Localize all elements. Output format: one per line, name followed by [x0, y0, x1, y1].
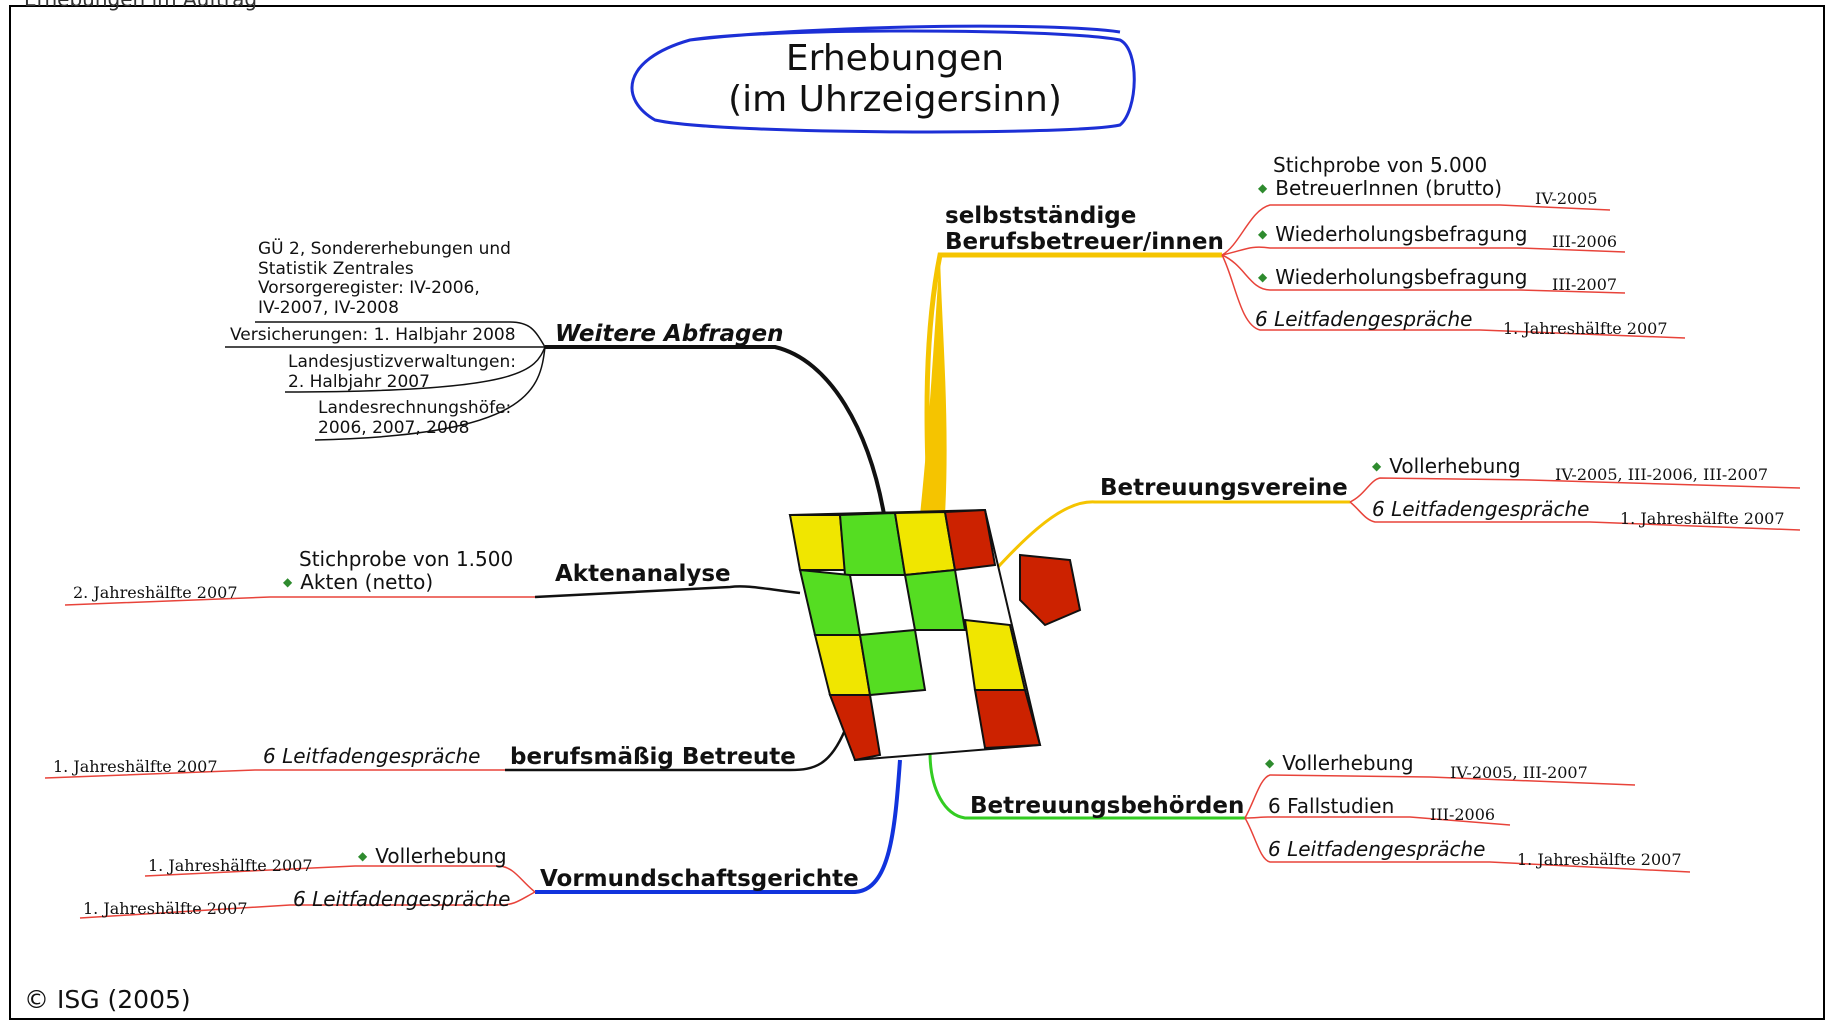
weitere-sublines — [225, 321, 546, 441]
bullet-icon: ◆ — [283, 575, 293, 589]
leaf-line-2: Akten (netto) — [300, 570, 434, 594]
akten-sublines — [64, 596, 535, 606]
branch-line-akten — [534, 585, 801, 599]
behoerden-sublines — [1244, 774, 1691, 873]
bullet-icon: ◆ — [1258, 181, 1268, 195]
value-jh-2007-b: 1. Jahreshälfte 2007 — [1620, 509, 1785, 528]
bullet-icon: ◆ — [1265, 756, 1275, 770]
title-line-1: Erhebungen — [785, 38, 1005, 79]
leaf-line-3: Vorsorgeregister: IV-2006, — [258, 278, 480, 299]
leaf-wiederholung-1: ◆ Wiederholungsbefragung — [1258, 223, 1528, 246]
leaf-leitfaden-gerichte: 6 Leitfadengespräche — [293, 887, 511, 911]
leaf-vollerhebung-behoerden: ◆ Vollerhebung — [1265, 752, 1414, 775]
node-label-line-2: Berufsbetreuer/innen — [945, 229, 1224, 256]
bullet-icon: ◆ — [358, 849, 368, 863]
leaf-line-1: GÜ 2, Sondererhebungen und — [258, 239, 511, 259]
leaf-text: Wiederholungsbefragung — [1275, 265, 1528, 289]
value-jh-2007-f: 1. Jahreshälfte 2007 — [53, 757, 218, 776]
value-jh-2007-c: 1. Jahreshälfte 2007 — [1517, 850, 1682, 869]
leaf-line-2: 2006, 2007, 2008 — [318, 417, 470, 438]
leaf-fallstudien: 6 Fallstudien — [1268, 794, 1395, 818]
leaf-text: Vollerhebung — [375, 844, 507, 868]
leaf-text: Vollerhebung — [1389, 454, 1521, 478]
node-weitere: Weitere Abfragen — [555, 321, 784, 347]
bullet-icon: ◆ — [1372, 459, 1382, 473]
leaf-line-4: IV-2007, IV-2008 — [258, 297, 399, 318]
leaf-versicherungen: Versicherungen: 1. Halbjahr 2008 — [230, 325, 516, 345]
leaf-text: Vollerhebung — [1282, 751, 1414, 775]
leaf-leitfaden-behoerden: 6 Leitfadengespräche — [1268, 837, 1486, 861]
leaf-line-1: Stichprobe von 1.500 — [299, 547, 514, 571]
branch-line-vereine — [958, 500, 1350, 611]
header-caption: Erhebungen im Auftrag — [24, 0, 257, 11]
leaf-line-1: Landesjustizverwaltungen: — [288, 352, 516, 372]
value-behoerden-fallstudien: III-2006 — [1430, 805, 1496, 824]
value-jh-2007-d: 1. Jahreshälfte 2007 — [148, 856, 313, 875]
gerichte-sublines — [79, 865, 536, 919]
puzzle-image — [788, 508, 1082, 762]
branch-line-berufsbetreuer-wedge — [920, 255, 947, 515]
branch-line-behoerden — [928, 751, 1245, 820]
leaf-line-1: Landesrechnungshöfe: — [318, 398, 512, 418]
leaf-gue2: GÜ 2, Sondererhebungen und Statistik Zen… — [258, 239, 511, 318]
betreute-sublines — [44, 769, 505, 779]
branch-line-weitere — [545, 345, 887, 521]
leaf-stichprobe-5000: Stichprobe von 5.000 ◆ BetreuerInnen (bru… — [1258, 154, 1502, 200]
branch-line-betreute — [505, 729, 847, 772]
vereine-sublines — [1349, 477, 1801, 531]
value-jh-2007-a: 1. Jahreshälfte 2007 — [1503, 319, 1668, 338]
leaf-wiederholung-2: ◆ Wiederholungsbefragung — [1258, 266, 1528, 289]
bullet-icon: ◆ — [1258, 227, 1268, 241]
leaf-line-2: Statistik Zentrales — [258, 258, 414, 279]
leaf-line-2: 2. Halbjahr 2007 — [288, 371, 430, 392]
value-behoerden-vollerhebung: IV-2005, III-2007 — [1450, 763, 1588, 782]
node-betreute: berufsmäßig Betreute — [510, 744, 796, 770]
bullet-icon: ◆ — [1258, 270, 1268, 284]
leaf-line-2: BetreuerInnen (brutto) — [1275, 176, 1503, 200]
value-iii-2007: III-2007 — [1552, 275, 1618, 294]
node-label-line-1: selbstständige — [945, 203, 1137, 229]
diagram-title: Erhebungen (im Uhrzeigersinn) — [700, 38, 1090, 121]
leaf-vollerhebung-vereine: ◆ Vollerhebung — [1372, 455, 1521, 478]
leaf-landesjustiz: Landesjustizverwaltungen: 2. Halbjahr 20… — [288, 352, 516, 392]
value-vereine-vollerhebung: IV-2005, III-2006, III-2007 — [1555, 465, 1769, 484]
copyright-notice: © ISG (2005) — [24, 985, 191, 1014]
leaf-landesrechnung: Landesrechnungshöfe: 2006, 2007, 2008 — [318, 398, 512, 438]
value-jh-2007-e: 1. Jahreshälfte 2007 — [83, 899, 248, 918]
branch-line-gerichte — [535, 759, 902, 894]
leaf-leitfaden-berufsbetreuer: 6 Leitfadengespräche — [1255, 307, 1473, 331]
value-jh-2007-g: 2. Jahreshälfte 2007 — [73, 583, 238, 602]
leaf-leitfaden-betreute: 6 Leitfadengespräche — [263, 744, 481, 768]
leaf-vollerhebung-gerichte: ◆ Vollerhebung — [358, 845, 507, 868]
value-iii-2006: III-2006 — [1552, 232, 1618, 251]
node-berufsbetreuer: selbstständige Berufsbetreuer/innen — [945, 203, 1224, 256]
node-akten: Aktenanalyse — [555, 561, 731, 587]
node-gerichte: Vormundschaftsgerichte — [540, 866, 859, 892]
title-ellipse — [630, 24, 1136, 134]
leaf-stichprobe-1500: Stichprobe von 1.500 ◆ Akten (netto) — [283, 548, 513, 594]
leaf-line-1: Stichprobe von 5.000 — [1273, 153, 1488, 177]
leaf-leitfaden-vereine: 6 Leitfadengespräche — [1372, 497, 1590, 521]
leaf-text: Wiederholungsbefragung — [1275, 222, 1528, 246]
title-line-2: (im Uhrzeigersinn) — [728, 79, 1062, 121]
value-iv-2005: IV-2005 — [1535, 189, 1598, 208]
node-behoerden: Betreuungsbehörden — [970, 793, 1245, 819]
node-vereine: Betreuungsvereine — [1100, 475, 1348, 501]
berufsbetreuer-sublines — [1221, 204, 1686, 339]
